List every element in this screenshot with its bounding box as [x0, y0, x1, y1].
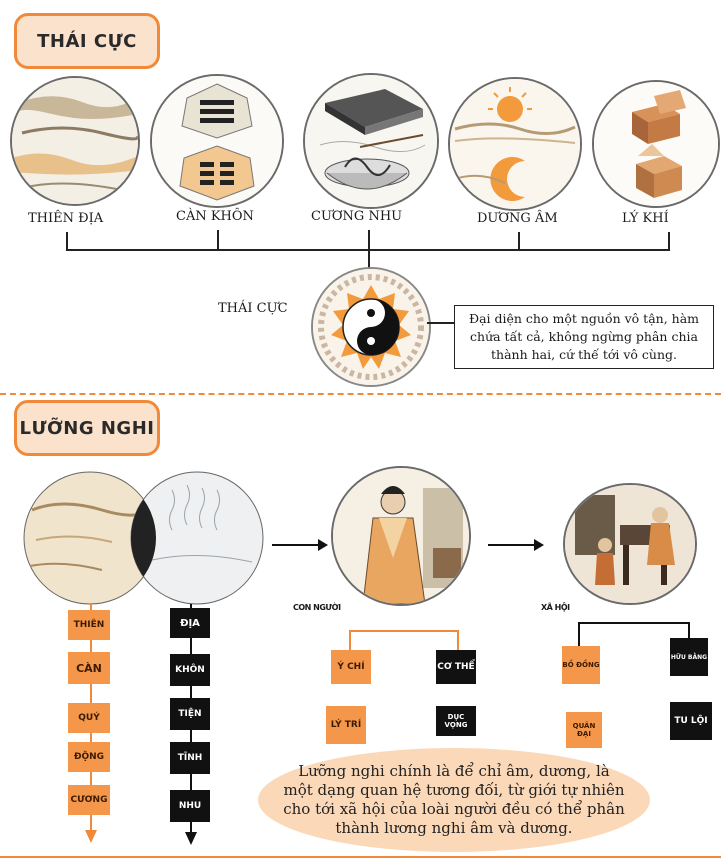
section-tag-thai-cuc: THÁI CỰC: [14, 13, 160, 69]
right-box-tien: TIỆN: [170, 698, 210, 730]
cuong-nhu-circle: [303, 73, 439, 209]
open-boxes-icon: [594, 82, 718, 206]
sun-and-moon-icon: [450, 79, 580, 209]
connector-duong-am: [518, 232, 520, 250]
label-can-khon: CÀN KHÔN: [176, 209, 254, 224]
society-branch-top: [578, 622, 690, 624]
label-con-nguoi: CON NGƯỜI: [293, 603, 341, 612]
connector-thien-dia: [66, 232, 68, 250]
bottom-border: [0, 856, 721, 858]
arrow-right-icon: [488, 539, 544, 551]
thai-cuc-circle: [311, 267, 431, 387]
label-thien-dia: THIÊN ĐỊA: [28, 211, 104, 226]
left-box-cuong: CƯƠNG: [68, 785, 110, 815]
right-box-tinh: TĨNH: [170, 742, 210, 774]
person-branch-right: [457, 630, 459, 652]
left-box-can: CÀN: [68, 652, 110, 684]
trigram-qian-kun-icon: [152, 76, 282, 206]
connector-cuong-nhu: [368, 230, 370, 268]
society-branch-left: [578, 622, 580, 648]
arrow-right-icon: [272, 539, 328, 551]
bubble-pointer-line: [427, 322, 455, 324]
right-box-khon: KHÔN: [170, 654, 210, 686]
label-thai-cuc-center: THÁI CỰC: [218, 301, 288, 316]
left-box-thien: THIÊN: [68, 610, 110, 640]
right-box-nhu: NHU: [170, 790, 210, 822]
ly-khi-circle: [592, 80, 720, 208]
society-box-huu-bang: HỮU BẰNG: [670, 638, 708, 676]
label-duong-am: DƯƠNG ÂM: [477, 211, 558, 226]
person-branch-left: [349, 630, 351, 652]
duong-am-circle: [448, 77, 582, 211]
arrow-down-icon: [185, 832, 197, 845]
can-khon-circle: [150, 74, 284, 208]
label-xa-hoi: XÃ HỘI: [541, 603, 570, 612]
yin-yang-icon: [313, 269, 429, 385]
left-box-dong: ĐỘNG: [68, 742, 110, 772]
society-branch-right: [688, 622, 690, 638]
thien-dia-circle: [10, 76, 140, 206]
venn-circles: [23, 471, 264, 605]
book-and-noodle-bowl-icon: [305, 75, 437, 207]
person-box-duc-vong: DỤC VỌNG: [436, 706, 476, 736]
label-cuong-nhu: CƯƠNG NHU: [311, 209, 403, 224]
scholar-figure-icon: [333, 468, 469, 604]
section-divider: [0, 393, 721, 395]
society-box-bo-dong: BỒ ĐỒNG: [562, 646, 600, 684]
person-box-ly-tri: LÝ TRÍ: [326, 706, 366, 744]
person-circle: [331, 466, 471, 606]
sky-earth-landscape-icon: [12, 78, 138, 204]
label-ly-khi: LÝ KHÍ: [622, 211, 669, 226]
left-box-quy: QUÝ: [68, 703, 110, 733]
luong-nghi-description: Lưỡng nghi chính là để chỉ âm, dương, là…: [258, 748, 650, 852]
thai-cuc-description-bubble: Đại diện cho một nguồn vô tận, hàm chứa …: [454, 305, 714, 369]
society-box-quan-dai: QUÂN ĐẠI: [566, 712, 602, 748]
connector-ly-khi: [668, 232, 670, 250]
arrow-down-icon: [85, 830, 97, 843]
society-circle: [563, 483, 697, 605]
person-box-co-the: CƠ THỂ: [436, 650, 476, 684]
right-box-dia: ĐỊA: [170, 608, 210, 638]
connector-can-khon: [217, 230, 219, 250]
society-box-tu-loi: TU LỘI: [670, 702, 712, 740]
person-box-y-chi: Ý CHÍ: [331, 650, 371, 684]
household-scene-icon: [565, 485, 695, 603]
section-tag-luong-nghi: LƯỠNG NGHI: [14, 400, 160, 456]
person-branch-top: [349, 630, 459, 632]
